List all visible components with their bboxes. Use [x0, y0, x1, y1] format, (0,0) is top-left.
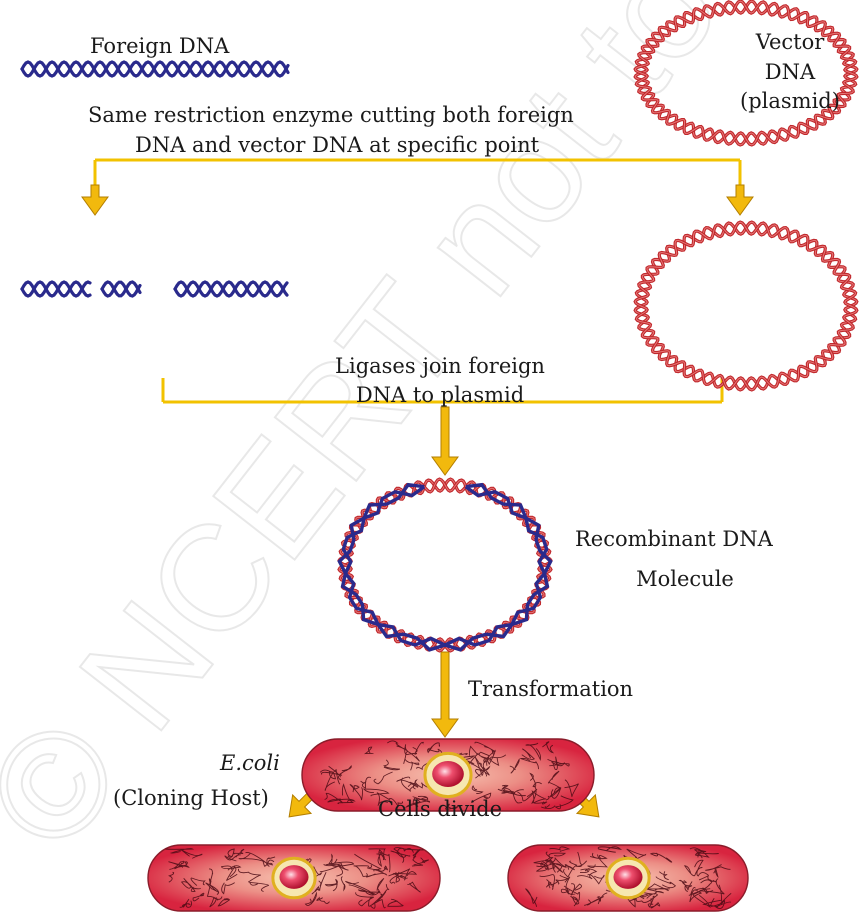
ecoli-cloning-host-cell: [301, 738, 595, 812]
foreign-dna-strand: [20, 60, 290, 78]
ecoli-label: E.coli: [220, 751, 280, 775]
arrow-down-left: [81, 184, 109, 216]
transformation-label: Transformation: [468, 677, 634, 701]
foreign-dna-fragment-left: [20, 280, 92, 298]
bracket-restriction: [93, 158, 742, 185]
vector-plasmid: [633, 0, 859, 147]
ligase-label-line1: Ligases join foreign: [335, 354, 545, 378]
restriction-enzyme-label-line1: Same restriction enzyme cutting both for…: [88, 103, 574, 127]
foreign-dna-label: Foreign DNA: [90, 34, 230, 58]
restriction-enzyme-label-line2: DNA and vector DNA at specific point: [135, 133, 540, 157]
arrow-down-right: [726, 184, 754, 216]
recombinant-plasmid: [337, 477, 553, 653]
ligase-label-line2: DNA to plasmid: [355, 383, 525, 407]
recombinant-label-line1: Recombinant DNA: [575, 527, 773, 551]
cloning-host-label: (Cloning Host): [113, 786, 269, 810]
arrow-transformation: [431, 651, 459, 738]
cut-plasmid: [633, 220, 859, 392]
daughter-cell-left: [147, 844, 441, 912]
inserted-foreign-dna: [337, 482, 553, 652]
cells-divide-label: Cells divide: [378, 797, 502, 821]
vector-dna-label-line1: Vector: [755, 30, 825, 54]
vector-dna-label-line2: DNA: [764, 60, 816, 84]
foreign-dna-fragment-right: [173, 280, 289, 298]
recombinant-label-line2: Molecule: [636, 567, 734, 591]
vector-dna-label-line3: (plasmid): [740, 89, 840, 113]
arrow-to-recombinant: [431, 406, 459, 476]
daughter-cell-right: [507, 844, 749, 912]
foreign-dna-fragment-middle: [100, 280, 142, 298]
bracket-ligase: [161, 378, 724, 404]
